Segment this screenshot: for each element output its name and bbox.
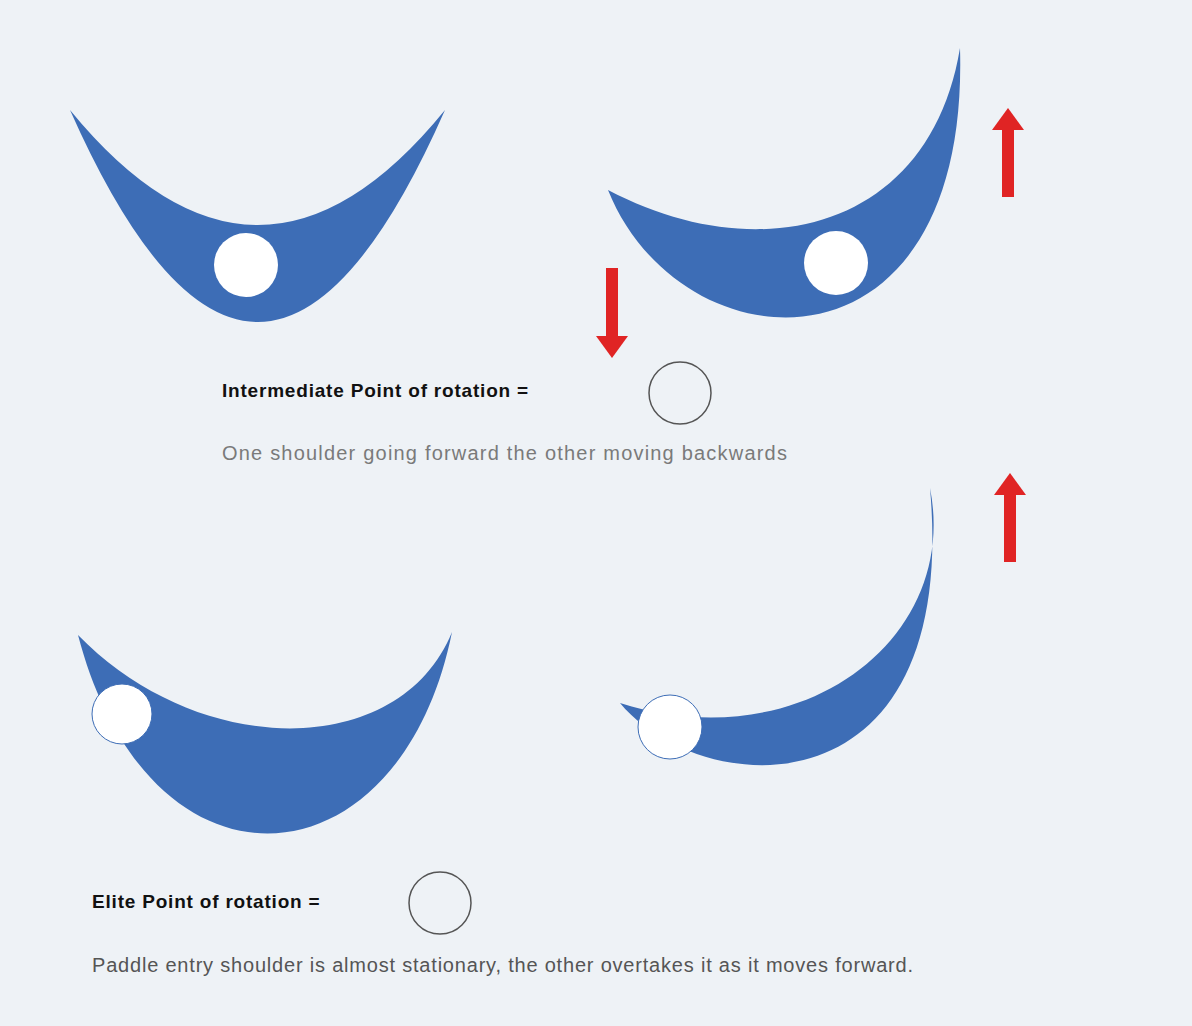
up-arrow: [994, 473, 1026, 495]
rotation-symbol: [649, 362, 711, 424]
down-arrow: [596, 336, 628, 358]
up-arrow: [1004, 490, 1016, 562]
up-arrow: [992, 108, 1024, 130]
rotation-point: [804, 231, 868, 295]
note-label: One shoulder going forward the other mov…: [222, 441, 788, 465]
heading-label: Intermediate Point of rotation =: [222, 380, 529, 403]
rotation-symbol: [409, 872, 471, 934]
heading-label: Elite Point of rotation =: [92, 891, 320, 914]
rotation-point: [92, 684, 152, 744]
note-label: Paddle entry shoulder is almost stationa…: [92, 953, 914, 977]
crescent: [620, 488, 934, 765]
crescent: [70, 110, 445, 322]
down-arrow: [606, 268, 618, 338]
crescent: [78, 632, 452, 833]
rotation-point: [638, 695, 702, 759]
crescent: [608, 48, 960, 317]
up-arrow: [1002, 125, 1014, 197]
rotation-point: [214, 233, 278, 297]
